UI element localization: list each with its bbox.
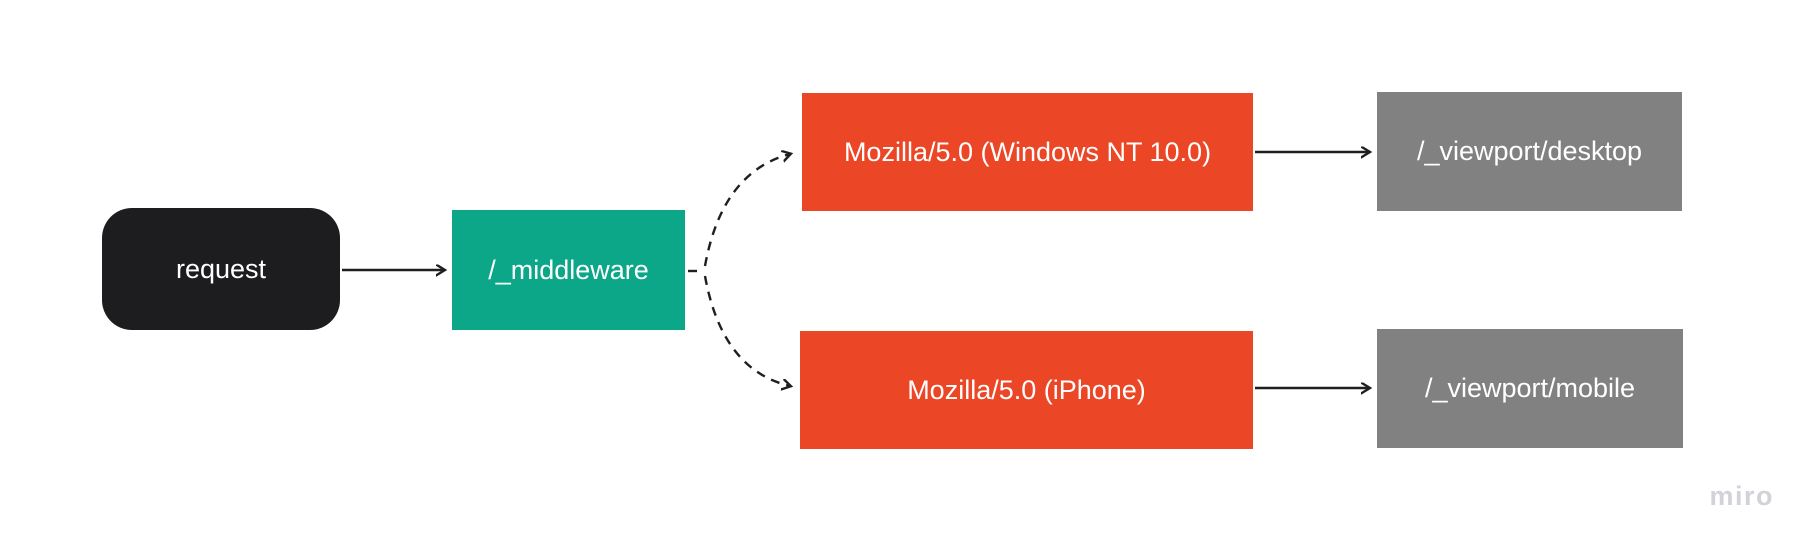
node-viewport-mobile[interactable]: /_viewport/mobile (1377, 329, 1683, 448)
edge-middleware-ua-iphone[interactable] (703, 275, 790, 386)
node-request[interactable]: request (102, 208, 340, 330)
edge-middleware-ua-windows[interactable] (703, 154, 790, 267)
node-middleware[interactable]: /_middleware (452, 210, 685, 330)
node-user-agent-windows-label: Mozilla/5.0 (Windows NT 10.0) (843, 136, 1212, 167)
node-middleware-label: /_middleware (488, 254, 649, 285)
node-user-agent-iphone[interactable]: Mozilla/5.0 (iPhone) (800, 331, 1253, 449)
node-user-agent-iphone-label: Mozilla/5.0 (iPhone) (907, 374, 1146, 405)
miro-watermark: miro (1709, 481, 1774, 511)
node-viewport-desktop[interactable]: /_viewport/desktop (1377, 92, 1682, 211)
node-viewport-desktop-label: /_viewport/desktop (1416, 136, 1643, 167)
node-user-agent-windows[interactable]: Mozilla/5.0 (Windows NT 10.0) (802, 93, 1253, 211)
node-viewport-mobile-label: /_viewport/mobile (1424, 373, 1636, 404)
node-request-label: request (175, 253, 267, 284)
